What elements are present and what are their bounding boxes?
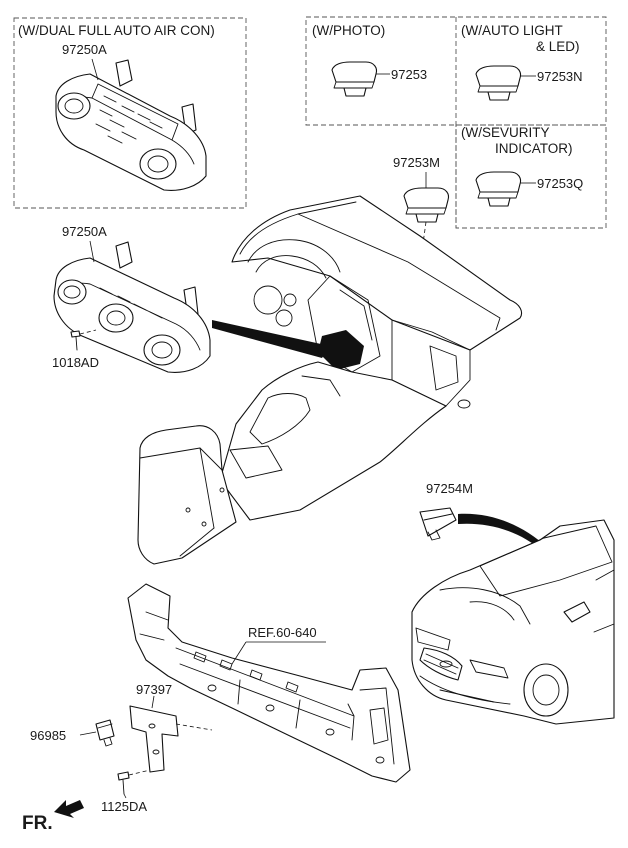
switch-97253Q: [475, 171, 522, 207]
front-crossmember: [127, 583, 411, 783]
screw-1125DA: [117, 771, 130, 795]
photo-heading: (W/PHOTO): [312, 23, 385, 38]
leader-1125DA-dash: [128, 769, 151, 776]
label-97250A-dual: 97250A: [62, 42, 107, 57]
switch-97253M: [403, 187, 450, 223]
option-box-top-right: [305, 16, 607, 126]
bracket-97397: [129, 705, 179, 773]
leader-97250A-dual: [91, 58, 99, 81]
label-1125DA: 1125DA: [101, 799, 147, 814]
dash-climate-slot: [318, 330, 364, 370]
dual-auto-aircon-heading: (W/DUAL FULL AUTO AIR CON): [18, 23, 215, 38]
car-illustration: [411, 519, 615, 725]
sensor-96985: [95, 719, 115, 747]
security-indicator-box: [455, 124, 607, 229]
leader-ref: [231, 641, 247, 665]
pointer-climate-to-dash: [212, 320, 330, 358]
label-ref-60-640: REF.60-640: [248, 625, 317, 640]
dual-auto-aircon-box: [13, 17, 247, 209]
switch-97253N: [475, 65, 522, 101]
label-97254M: 97254M: [426, 481, 473, 496]
climate-control-unit: [53, 241, 211, 373]
screw-1018AD: [70, 330, 81, 351]
auto-light-heading-line1: (W/AUTO LIGHT: [461, 23, 563, 38]
switch-97253: [331, 61, 378, 97]
leader-1125DA: [123, 793, 127, 799]
label-97397: 97397: [136, 682, 172, 697]
leader-1018AD-dash: [79, 329, 97, 335]
dual-auto-climate-control-unit: [55, 59, 207, 191]
label-96985: 96985: [30, 728, 66, 743]
label-97253N: 97253N: [537, 69, 583, 84]
leader-97397: [151, 695, 155, 709]
leader-96985: [79, 731, 97, 736]
front-direction-arrow-icon: [54, 800, 84, 818]
label-1018AD: 1018AD: [52, 355, 99, 370]
dashboard-assembly: [137, 195, 523, 565]
label-97253: 97253: [391, 67, 427, 82]
label-97253M: 97253M: [393, 155, 440, 170]
auto-light-heading-line2: & LED): [536, 39, 580, 54]
label-97253Q: 97253Q: [537, 176, 583, 191]
security-heading-line1: (W/SEVURITY: [461, 125, 550, 140]
label-97250A: 97250A: [62, 224, 107, 239]
security-heading-line2: INDICATOR): [495, 141, 573, 156]
pointer-sensor-to-car: [458, 513, 548, 552]
leader-97250A: [89, 240, 95, 263]
leader-97397-dash: [175, 723, 213, 731]
sensor-97254M: [419, 507, 457, 541]
front-direction-label: FR.: [22, 813, 53, 834]
